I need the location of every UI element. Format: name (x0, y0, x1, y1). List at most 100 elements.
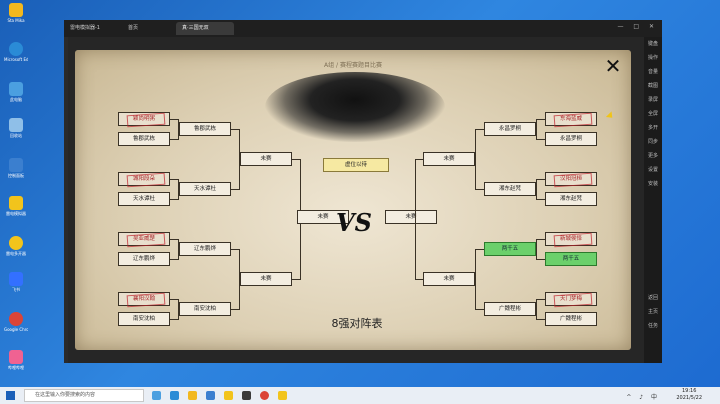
connector (415, 279, 423, 280)
right-r2-3[interactable]: 广魏程彬 (484, 302, 536, 316)
sidebar-item-fullscreen[interactable]: 全屏 (647, 111, 658, 117)
ldmulti-taskbar-icon[interactable] (278, 391, 287, 400)
clock-date: 2021/5/22 (676, 395, 702, 401)
recycle-bin-icon (9, 118, 23, 132)
system-tray[interactable]: ^ ♪ 中 (626, 394, 660, 401)
connector (170, 319, 178, 320)
desktop-icon-6[interactable]: 雷电多开器 (4, 236, 28, 256)
left-r3-1[interactable]: 未赛 (240, 272, 292, 286)
desktop-icon-7[interactable]: 飞书 (4, 272, 28, 292)
right-r1-6[interactable]: 天门梦梅 (545, 292, 597, 306)
connector (170, 179, 178, 180)
left-r1-7[interactable]: 南安沈柏 (118, 312, 170, 326)
sidebar-item-record[interactable]: 录屏 (647, 97, 658, 103)
tab-emulator[interactable]: 雷电模拟器-1 (70, 25, 100, 31)
connector (239, 129, 240, 190)
sidebar-item-sync[interactable]: 同步 (647, 139, 658, 145)
taskbar: 在这里输入你要搜索的内容 ^ ♪ 中 19:16 2021/5/22 (0, 387, 720, 404)
chrome-taskbar-icon[interactable] (260, 391, 269, 400)
desktop-icon-0[interactable]: Sta Mika (4, 3, 28, 23)
explorer-taskbar-icon[interactable] (188, 391, 197, 400)
right-r1-0[interactable]: 东海蓝威 (545, 112, 597, 126)
sidebar-item-keyboard[interactable]: 键盘 (647, 41, 658, 47)
connector (536, 119, 537, 140)
taskbar-clock[interactable]: 19:16 2021/5/22 (676, 388, 702, 402)
left-r1-2[interactable]: 城阳段朵 (118, 172, 170, 186)
sidebar-item-operation[interactable]: 操作 (647, 55, 658, 61)
connector (475, 129, 484, 130)
right-r1-5[interactable]: 两千五 (545, 252, 597, 266)
left-r1-3[interactable]: 天水谭杜 (118, 192, 170, 206)
window-controls[interactable]: — □ ✕ (617, 23, 658, 30)
right-r1-2[interactable]: 汉阳冠桓 (545, 172, 597, 186)
sidebar-item-multi[interactable]: 多开 (647, 125, 658, 131)
windows-start-icon[interactable] (6, 391, 15, 400)
emulator-sidebar: 键盘 操作 音量 截图 录屏 全屏 多开 同步 更多 设置 安装 返回 主页 任… (644, 37, 662, 363)
left-r2-3[interactable]: 南安沈柏 (179, 302, 231, 316)
emulator-window: 雷电模拟器-1 首页 真·三国无双 — □ ✕ 键盘 操作 音量 截图 录屏 全… (64, 20, 662, 363)
desktop-icon-2[interactable]: 此电脑 (4, 82, 28, 102)
left-r1-4[interactable]: 吴亚威楚 (118, 232, 170, 246)
desktop-icon-8[interactable]: Google Chrome (4, 312, 28, 332)
sidebar-item-more[interactable]: 更多 (647, 153, 658, 159)
sidebar-item-home[interactable]: 主页 (647, 309, 658, 315)
left-r1-5[interactable]: 辽东鹏烨 (118, 252, 170, 266)
sidebar-item-back[interactable]: 返回 (647, 295, 658, 301)
left-r1-1[interactable]: 鲁郡武栋 (118, 132, 170, 146)
bilibili-icon (9, 350, 23, 364)
tab-game[interactable]: 真·三国无双 (176, 22, 234, 35)
chrome-icon (9, 312, 23, 326)
left-r2-2[interactable]: 辽东鹏烨 (179, 242, 231, 256)
obs-taskbar-icon[interactable] (242, 391, 251, 400)
connector (536, 179, 537, 200)
left-r3-0[interactable]: 未赛 (240, 152, 292, 166)
connector (536, 199, 545, 200)
right-r2-1[interactable]: 湘东赵梵 (484, 182, 536, 196)
game-screen: A组 / 赛程赛题目比赛 ✕ 颖尚明粥 鲁郡武栋 城阳段朵 天水谭杜 吴亚威楚 … (68, 37, 644, 363)
desktop-icon-5[interactable]: 雷电模拟器 (4, 196, 28, 216)
edge-taskbar-icon[interactable] (170, 391, 179, 400)
sidebar-item-screenshot[interactable]: 截图 (647, 83, 658, 89)
tab-home[interactable]: 首页 (128, 25, 139, 31)
ldplayer-taskbar-icon[interactable] (224, 391, 233, 400)
desktop-icon-1[interactable]: Microsoft Edge (4, 42, 28, 62)
store-taskbar-icon[interactable] (206, 391, 215, 400)
connector (231, 309, 239, 310)
desktop-icon-3[interactable]: 回收站 (4, 118, 28, 138)
emulator-titlebar: 雷电模拟器-1 首页 真·三国无双 — □ ✕ (64, 20, 662, 37)
left-r1-6[interactable]: 襄阳汉翰 (118, 292, 170, 306)
connector (475, 249, 476, 310)
connector (170, 259, 178, 260)
sidebar-item-tasks[interactable]: 任务 (647, 323, 658, 329)
taskbar-search-input[interactable]: 在这里输入你要搜索的内容 (24, 389, 144, 402)
connector (536, 319, 545, 320)
taskview-icon[interactable] (152, 391, 161, 400)
left-semi[interactable]: 未赛 (297, 210, 349, 224)
left-r2-0[interactable]: 鲁郡武栋 (179, 122, 231, 136)
right-r1-3[interactable]: 湘东赵梵 (545, 192, 597, 206)
left-r1-0[interactable]: 颖尚明粥 (118, 112, 170, 126)
computer-icon (9, 82, 23, 96)
close-icon[interactable]: ✕ (604, 54, 622, 78)
sidebar-item-install[interactable]: 安装 (647, 181, 658, 187)
desktop-icon-9[interactable]: 哔哩哔哩 (4, 350, 28, 370)
right-r1-7[interactable]: 广魏程彬 (545, 312, 597, 326)
final-slot[interactable]: 虚位以待 (323, 158, 389, 172)
connector (536, 299, 545, 300)
control-panel-icon (9, 158, 23, 172)
sidebar-item-settings[interactable]: 设置 (647, 167, 658, 173)
right-r2-0[interactable]: 永昌罗桐 (484, 122, 536, 136)
ink-splash (265, 72, 445, 142)
connector (536, 239, 537, 260)
left-r2-1[interactable]: 天水谭杜 (179, 182, 231, 196)
connector (178, 299, 179, 320)
right-semi[interactable]: 未赛 (385, 210, 437, 224)
connector (475, 309, 484, 310)
right-r1-4[interactable]: 新城侯怿 (545, 232, 597, 246)
right-r2-2[interactable]: 两千五 (484, 242, 536, 256)
right-r3-0[interactable]: 未赛 (423, 152, 475, 166)
desktop-icon-4[interactable]: 控制面板 (4, 158, 28, 178)
sidebar-item-volume[interactable]: 音量 (647, 69, 658, 75)
right-r1-1[interactable]: 永昌罗桐 (545, 132, 597, 146)
right-r3-1[interactable]: 未赛 (423, 272, 475, 286)
